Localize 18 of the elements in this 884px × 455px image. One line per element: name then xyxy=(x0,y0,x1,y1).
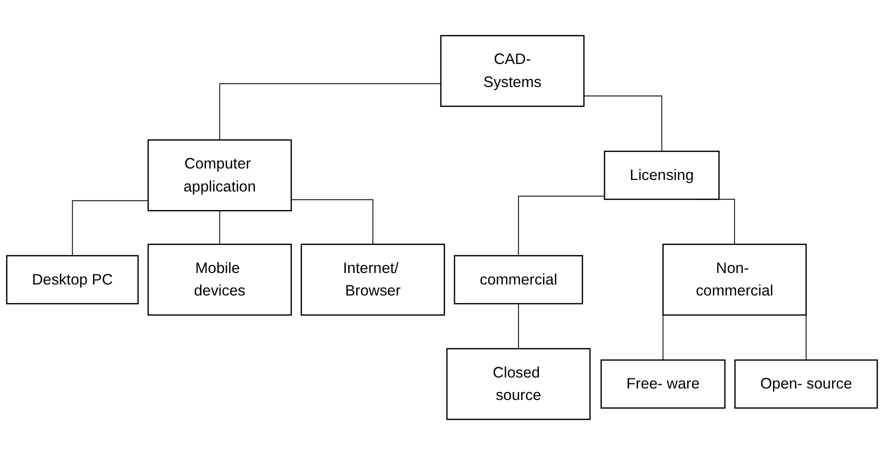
connector xyxy=(219,83,442,140)
node-box: Licensing xyxy=(604,150,720,200)
node-box: Computer application xyxy=(148,139,292,212)
connector xyxy=(584,96,662,152)
node-box: Open- source xyxy=(734,359,878,409)
node-box: Free- ware xyxy=(600,359,726,409)
node-box: Desktop PC xyxy=(6,255,139,304)
node-box: Closed source xyxy=(446,348,591,420)
connector xyxy=(72,200,149,256)
node-box: Mobile devices xyxy=(148,244,292,316)
connector xyxy=(219,210,220,245)
node-box: Internet/ Browser xyxy=(300,244,446,316)
node-box: commercial xyxy=(454,255,584,304)
connector xyxy=(518,196,605,256)
node-box: Non- commercial xyxy=(662,244,807,316)
connector xyxy=(290,199,374,245)
node-box: CAD-Systems xyxy=(440,34,585,107)
connector xyxy=(518,303,519,350)
